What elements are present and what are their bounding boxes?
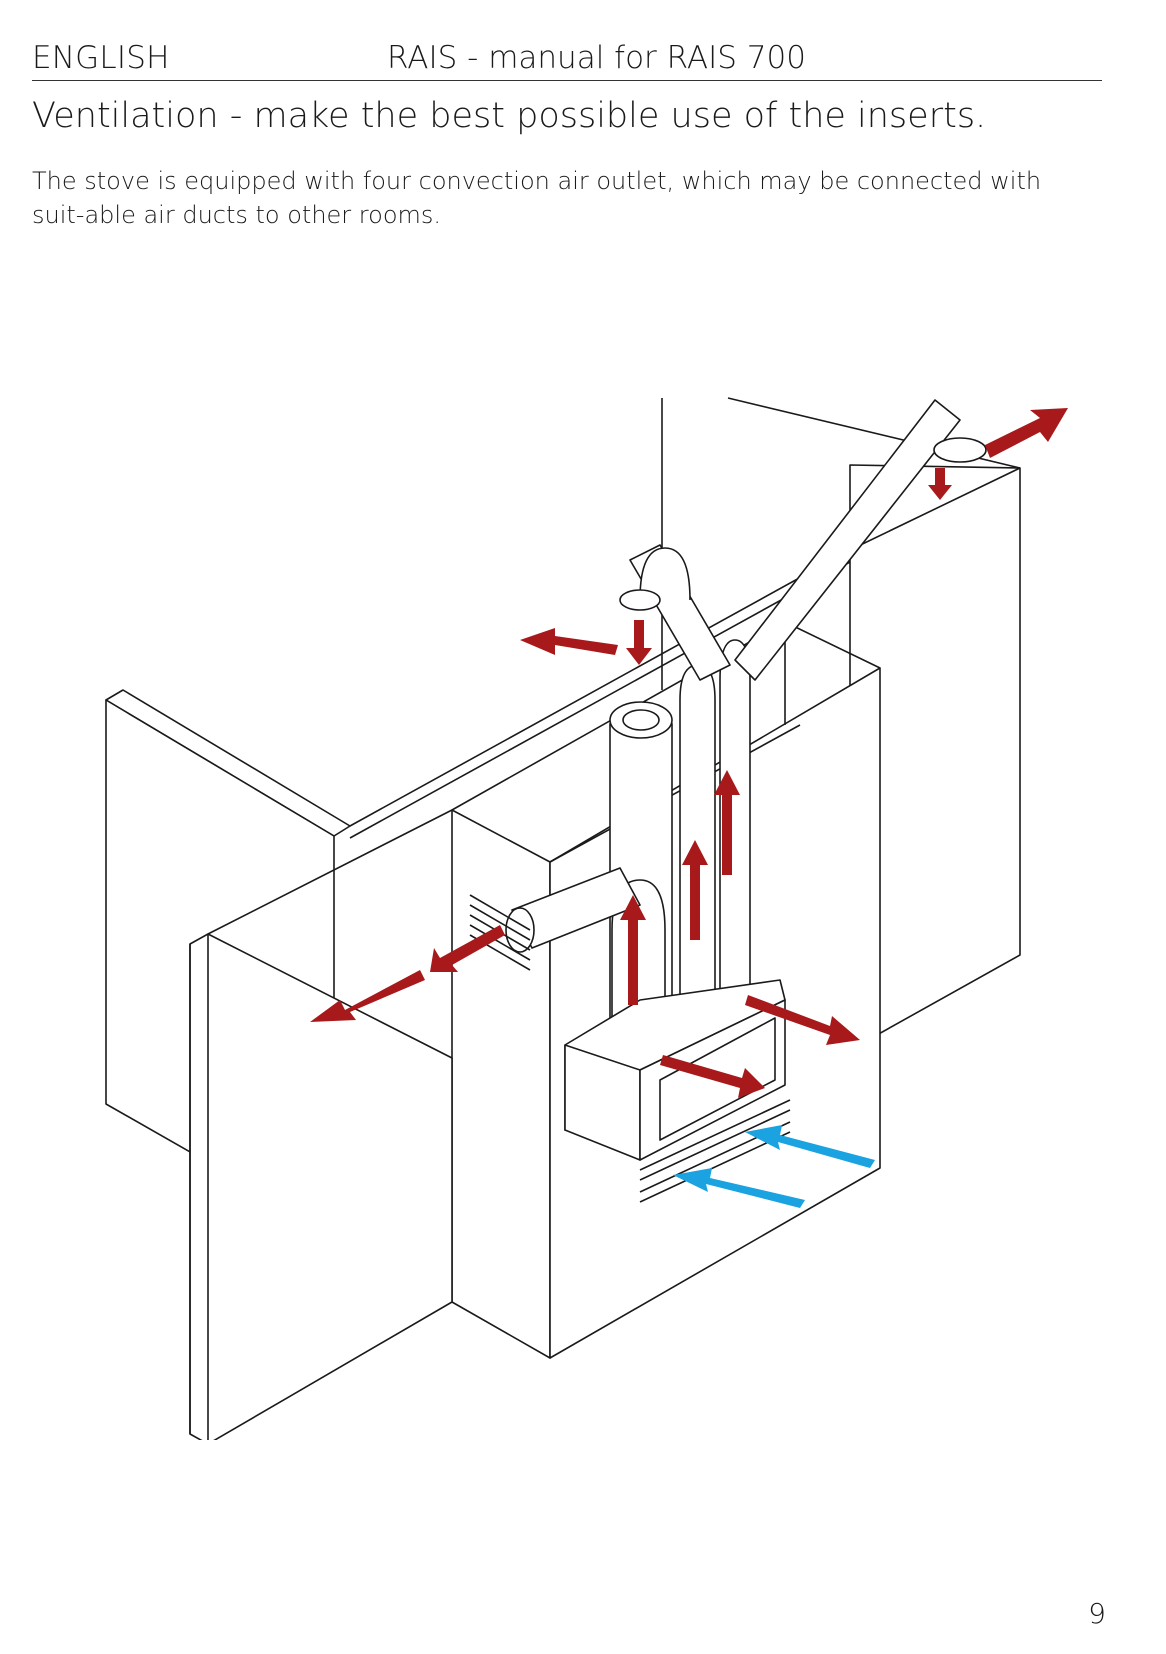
- cold-air-arrows: [673, 1125, 875, 1208]
- arrow-in-upper: [745, 1125, 875, 1168]
- front-panel: [189, 809, 453, 1440]
- arrow-down-mid: [626, 620, 652, 665]
- arrow-out-right: [745, 995, 860, 1045]
- manual-title: RAIS - manual for RAIS 700: [387, 40, 806, 76]
- hot-air-arrows: [310, 408, 1068, 1098]
- arrow-up-duct-2: [682, 840, 708, 940]
- arrow-into-firebox: [660, 1055, 765, 1098]
- arrow-in-lower: [673, 1168, 805, 1208]
- arrow-up-duct-1: [620, 895, 646, 1005]
- arrow-out-grille: [430, 925, 505, 972]
- arrow-out-left: [310, 970, 425, 1022]
- page-number: 9: [1088, 1597, 1106, 1630]
- ventilation-diagram: [105, 397, 1068, 1440]
- arrow-out-mid-left: [520, 628, 618, 655]
- section-title: Ventilation - make the best possible use…: [32, 96, 987, 136]
- language-label: ENGLISH: [32, 40, 170, 76]
- arrow-down-top: [928, 468, 952, 500]
- arrow-out-top-right: [985, 408, 1068, 458]
- arrow-up-duct-3: [714, 770, 740, 875]
- page-header: ENGLISH RAIS - manual for RAIS 700: [32, 40, 1102, 81]
- body-paragraph: The stove is equipped with four convecti…: [32, 167, 1042, 229]
- duct-pipes: [505, 399, 987, 1041]
